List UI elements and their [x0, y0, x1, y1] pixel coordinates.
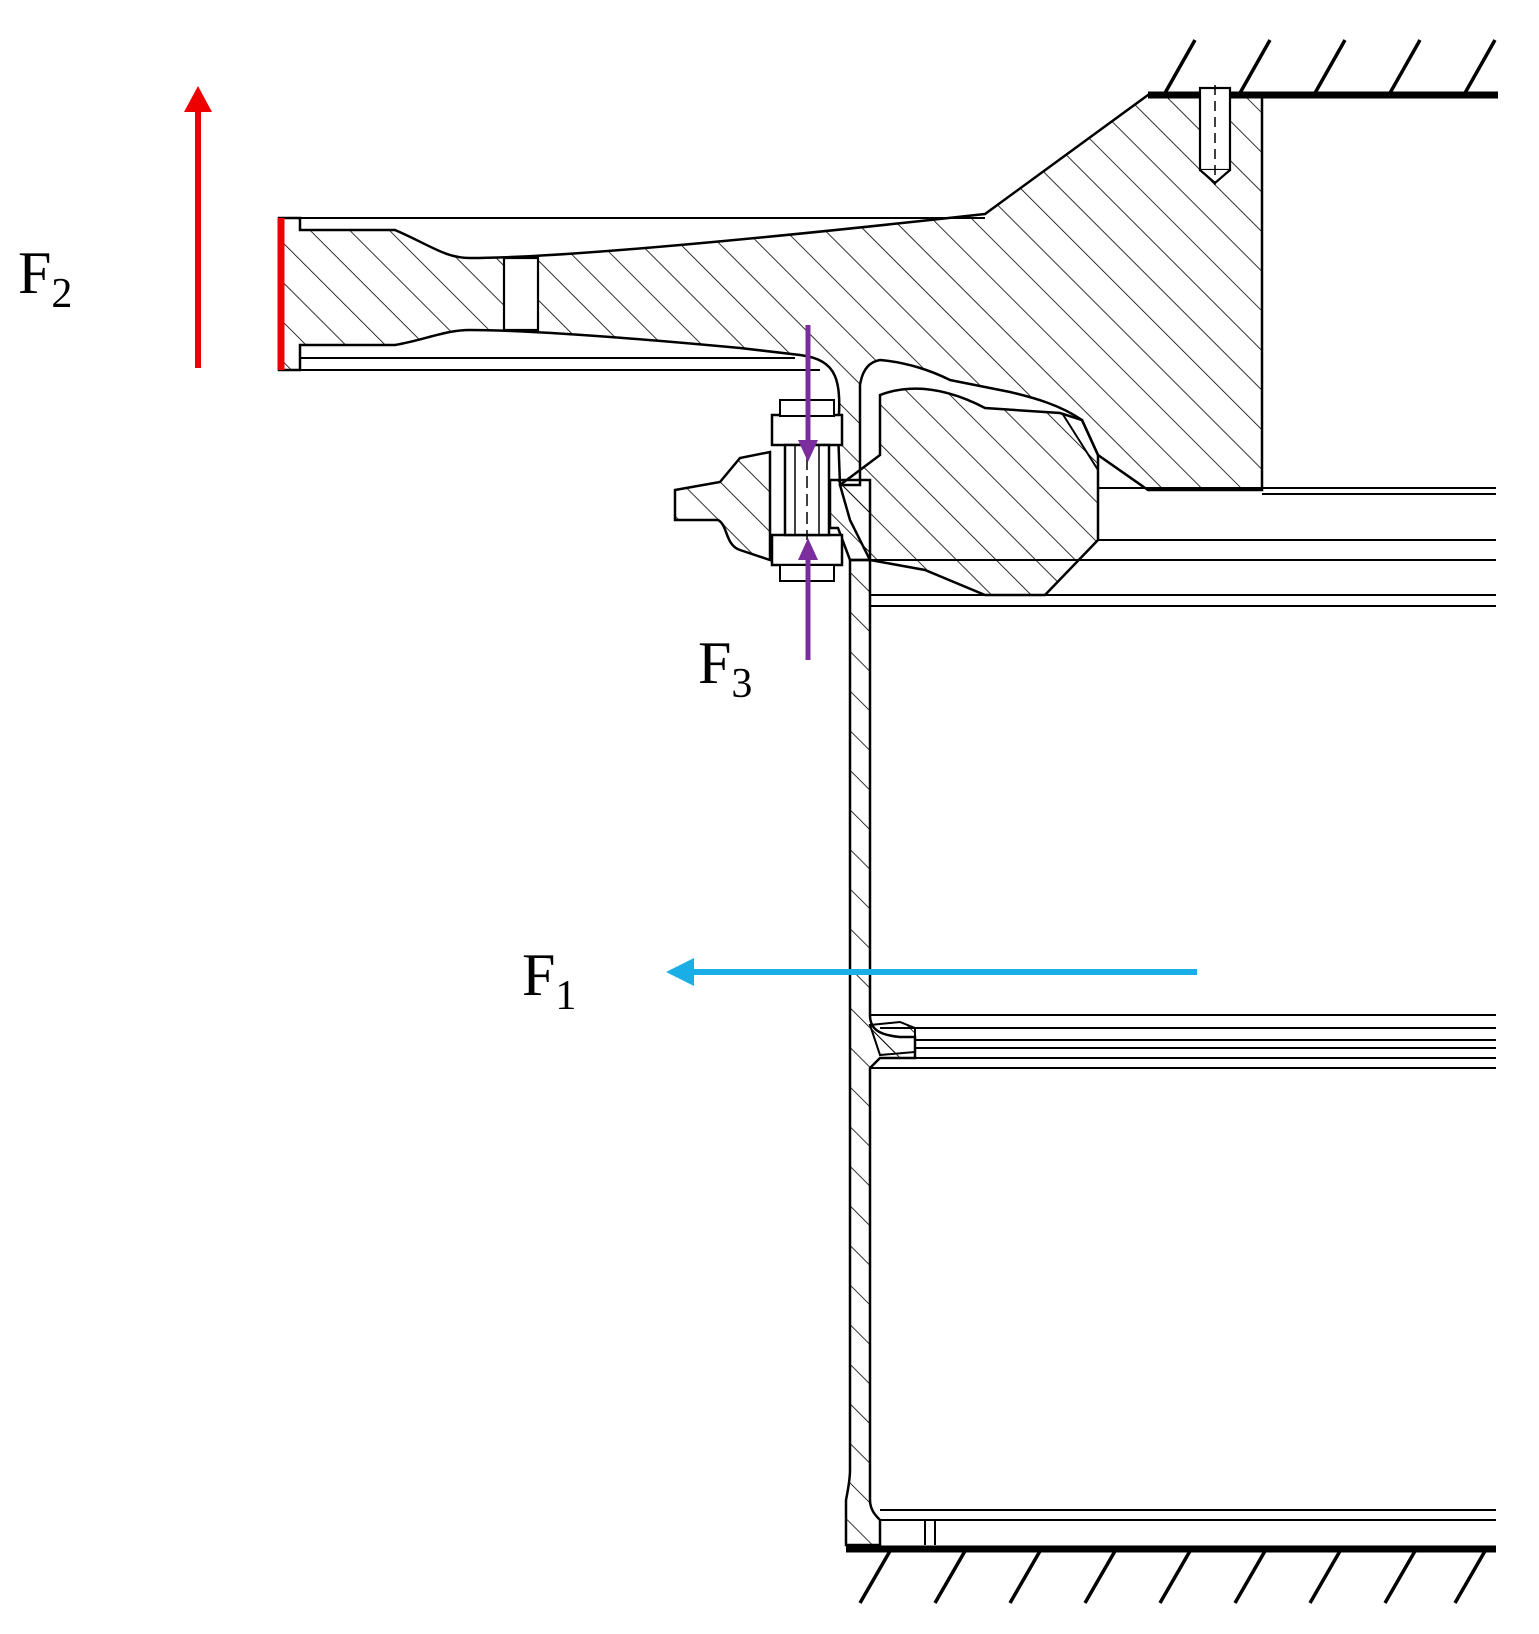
bolt-assembly [770, 399, 844, 582]
right-rails [870, 487, 1496, 607]
vertical-shell [844, 558, 1496, 1547]
top-fixed-support [1148, 39, 1498, 99]
f3-label: F3 [698, 630, 752, 707]
f1-force-arrow [666, 958, 1197, 986]
upper-housing [277, 85, 1264, 492]
f3-force-arrows [798, 325, 818, 660]
f1-label: F1 [522, 942, 576, 1019]
inner-ring-flange [838, 387, 1100, 597]
f2-force-arrow [184, 86, 212, 368]
f2-label: F2 [18, 240, 72, 317]
bottom-fixed-support [846, 1545, 1496, 1604]
